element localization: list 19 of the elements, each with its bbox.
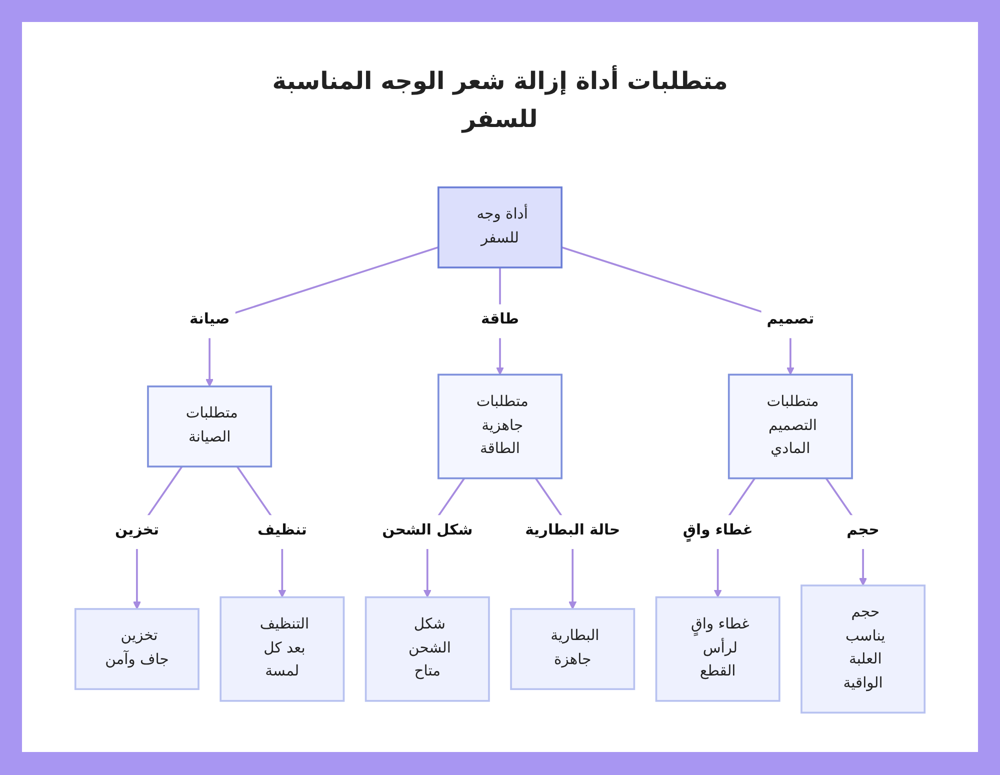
node-box: البطارية جاهزة: [510, 608, 636, 690]
node-box: أداة وجه للسفر: [438, 186, 562, 268]
diagram-title: متطلبات أداة إزالة شعر الوجه المناسبة للسفر: [271, 64, 729, 135]
edge-label: صيانة: [189, 310, 230, 328]
edge-label: حجم: [846, 520, 880, 538]
edge-label: تخزين: [114, 520, 159, 538]
node-box: متطلبات الصيانة: [147, 386, 272, 468]
node-box: متطلبات التصميم المادي: [728, 374, 853, 480]
edge-label: شكل الشحن: [382, 520, 473, 538]
edge-label: حالة البطارية: [525, 520, 620, 538]
node-box: حجم يناسب العلبة الواقية: [800, 584, 926, 714]
node-box: شكل الشحن متاح: [364, 596, 490, 702]
node-box: التنظيف بعد كل لمسة: [220, 596, 345, 702]
edge-label: تصميم: [766, 310, 814, 328]
edge-label: طاقة: [481, 310, 519, 328]
node-box: متطلبات جاهزية الطاقة: [438, 374, 562, 480]
edge-label: تنظيف: [257, 520, 307, 538]
node-box: غطاء واقٍ لرأس القطع: [655, 596, 780, 702]
node-box: تخزين جاف وآمن: [74, 608, 200, 690]
